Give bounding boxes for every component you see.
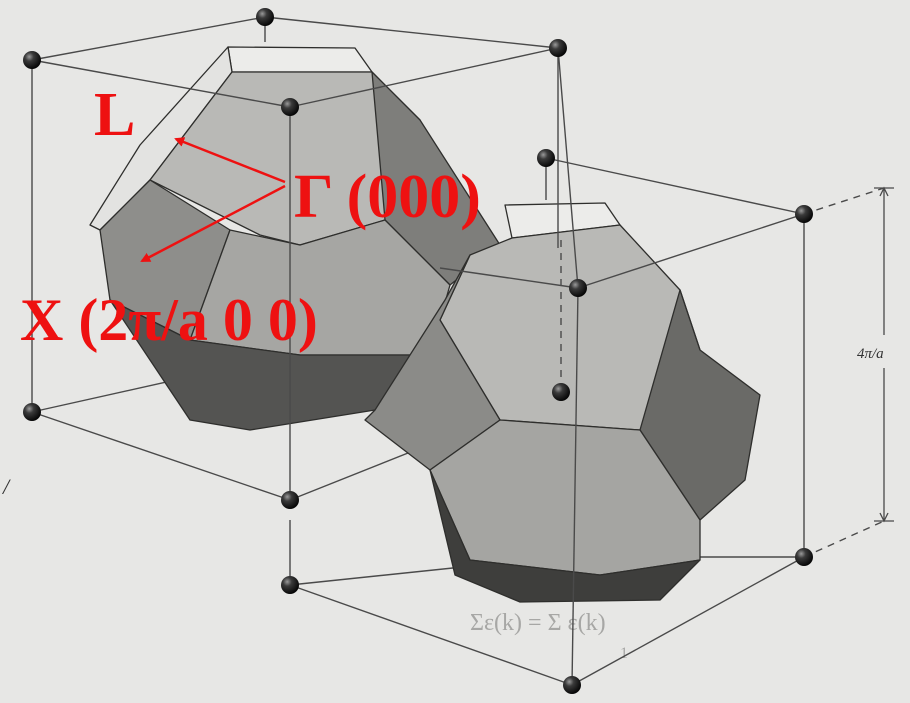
label-gamma-point: Γ (000) — [294, 166, 481, 228]
upper-square-face — [228, 47, 372, 72]
lattice-point-bottom — [563, 676, 581, 694]
lattice-point-mid-back — [537, 149, 555, 167]
dimension-label: 4π/a — [857, 346, 884, 363]
label-x-point: X (2π/a 0 0) — [20, 290, 318, 350]
stray-mark: / — [3, 474, 9, 500]
lattice-point-face-center-bottom — [281, 491, 299, 509]
lattice-point-right-top — [795, 205, 813, 223]
lattice-point-left-bottom — [23, 403, 41, 421]
lattice-point-center — [569, 279, 587, 297]
lattice-point-face-center-top — [281, 98, 299, 116]
label-l-point: L — [94, 84, 135, 146]
lattice-point-top-left — [23, 51, 41, 69]
lattice-point-inner — [552, 383, 570, 401]
lattice-point-lower-left — [281, 576, 299, 594]
lattice-point-right-bottom — [795, 548, 813, 566]
lattice-point-top-right — [549, 39, 567, 57]
lattice-point-top-back — [256, 8, 274, 26]
